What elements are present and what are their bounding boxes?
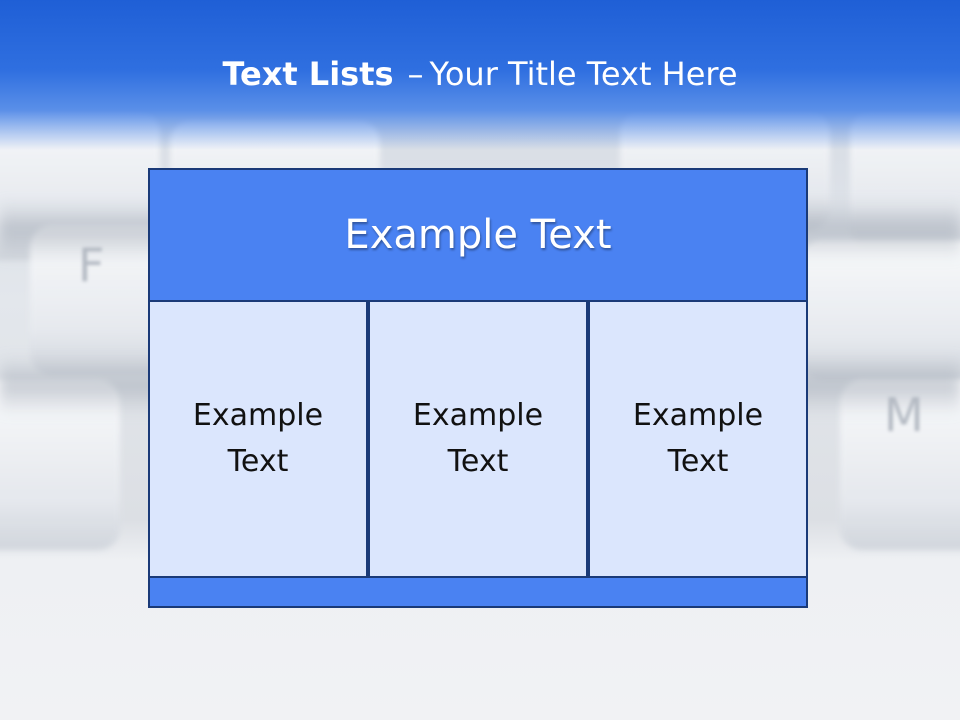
title-rest: Your Title Text Here — [429, 55, 738, 93]
key-glyph-m: M — [884, 388, 924, 442]
diagram-column-3: Example Text — [588, 300, 808, 578]
diagram-footer-bar — [148, 576, 808, 608]
slide-title: Text Lists–Your Title Text Here — [0, 52, 960, 96]
title-dash: – — [407, 55, 424, 93]
text-list-diagram: Example Text Example Text Example Text E… — [148, 168, 808, 608]
diagram-header-box: Example Text — [148, 168, 808, 302]
column-text-3: Example Text — [632, 398, 764, 479]
title-bold: Text Lists — [222, 55, 394, 93]
column-text-2: Example Text — [412, 398, 544, 479]
key-glyph-f: F — [78, 238, 105, 292]
title-bar — [0, 0, 960, 150]
column-text-1: Example Text — [192, 398, 324, 479]
diagram-column-2: Example Text — [368, 300, 588, 578]
diagram-column-1: Example Text — [148, 300, 368, 578]
diagram-header-text: Example Text — [344, 212, 612, 258]
